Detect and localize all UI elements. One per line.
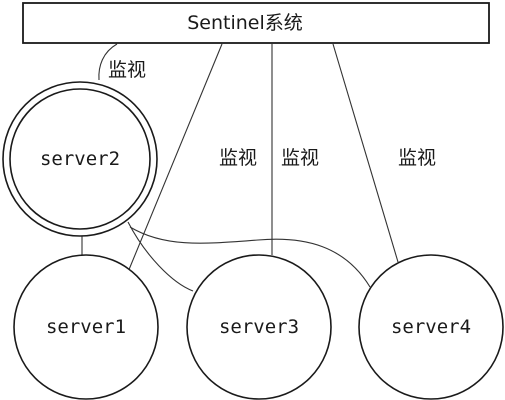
sentinel-system-box: Sentinel系统 bbox=[22, 2, 490, 44]
server4-node: server4 bbox=[358, 254, 504, 400]
server3-label: server3 bbox=[219, 316, 299, 338]
edge-sentinel-server2 bbox=[98, 43, 118, 81]
server2-label: server2 bbox=[40, 148, 120, 170]
monitor-label-server1: 监视 bbox=[219, 147, 257, 169]
monitor-label-server2: 监视 bbox=[108, 59, 146, 81]
server2-node: server2 bbox=[2, 81, 158, 237]
monitor-label-server3: 监视 bbox=[281, 147, 319, 169]
server3-node: server3 bbox=[186, 254, 332, 400]
edge-server2-server4 bbox=[129, 226, 371, 288]
monitor-label-server4: 监视 bbox=[398, 147, 436, 169]
edges bbox=[81, 43, 399, 292]
sentinel-system-label: Sentinel系统 bbox=[187, 12, 303, 34]
server1-node: server1 bbox=[13, 254, 159, 400]
edge-sentinel-server4 bbox=[332, 43, 399, 263]
monitor-labels: 监视 监视 监视 监视 bbox=[108, 59, 436, 169]
server1-label: server1 bbox=[46, 316, 126, 338]
server4-label: server4 bbox=[391, 316, 471, 338]
edge-server2-server3 bbox=[127, 221, 194, 292]
